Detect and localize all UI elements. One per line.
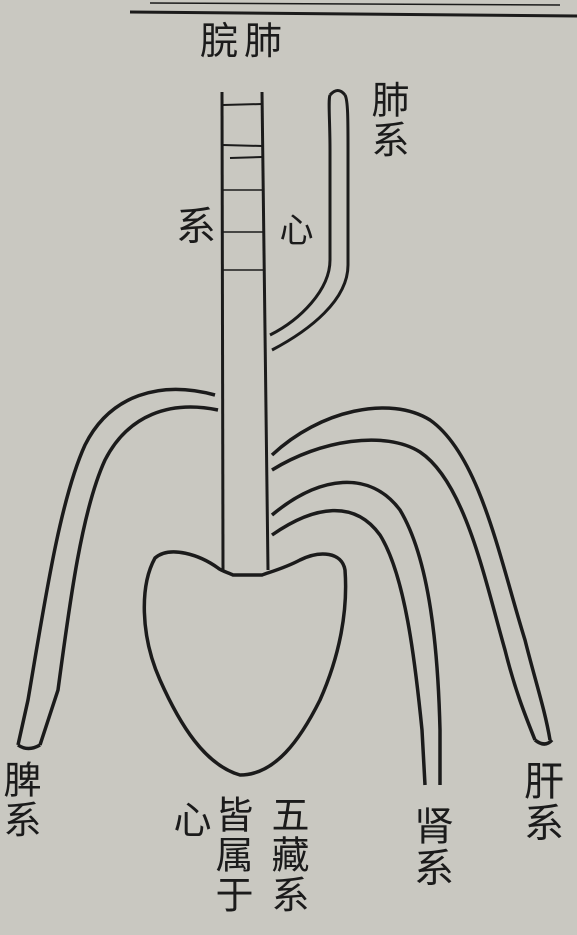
all-belong-label: 皆属于 [212, 795, 250, 915]
spleen-connection-tube [18, 389, 218, 748]
heart-bottom-label: 心 [170, 800, 208, 840]
liver-connection-tube [272, 408, 552, 744]
central-tube [222, 92, 268, 570]
heart-shape [144, 552, 345, 775]
five-viscera-label: 五藏系 [268, 795, 306, 915]
liver-connection-label: 肝系 [520, 760, 560, 844]
frame-top-border [130, 3, 577, 16]
kidney-connection-label: 肾系 [410, 805, 450, 889]
lung-connection-label: 肺系 [368, 80, 406, 160]
heart-top-label: 心 [276, 212, 310, 248]
spleen-connection-label: 脾系 [0, 760, 38, 840]
trachea-side-label: 系 [172, 205, 212, 247]
diagram-title: 脘肺 [200, 22, 288, 60]
